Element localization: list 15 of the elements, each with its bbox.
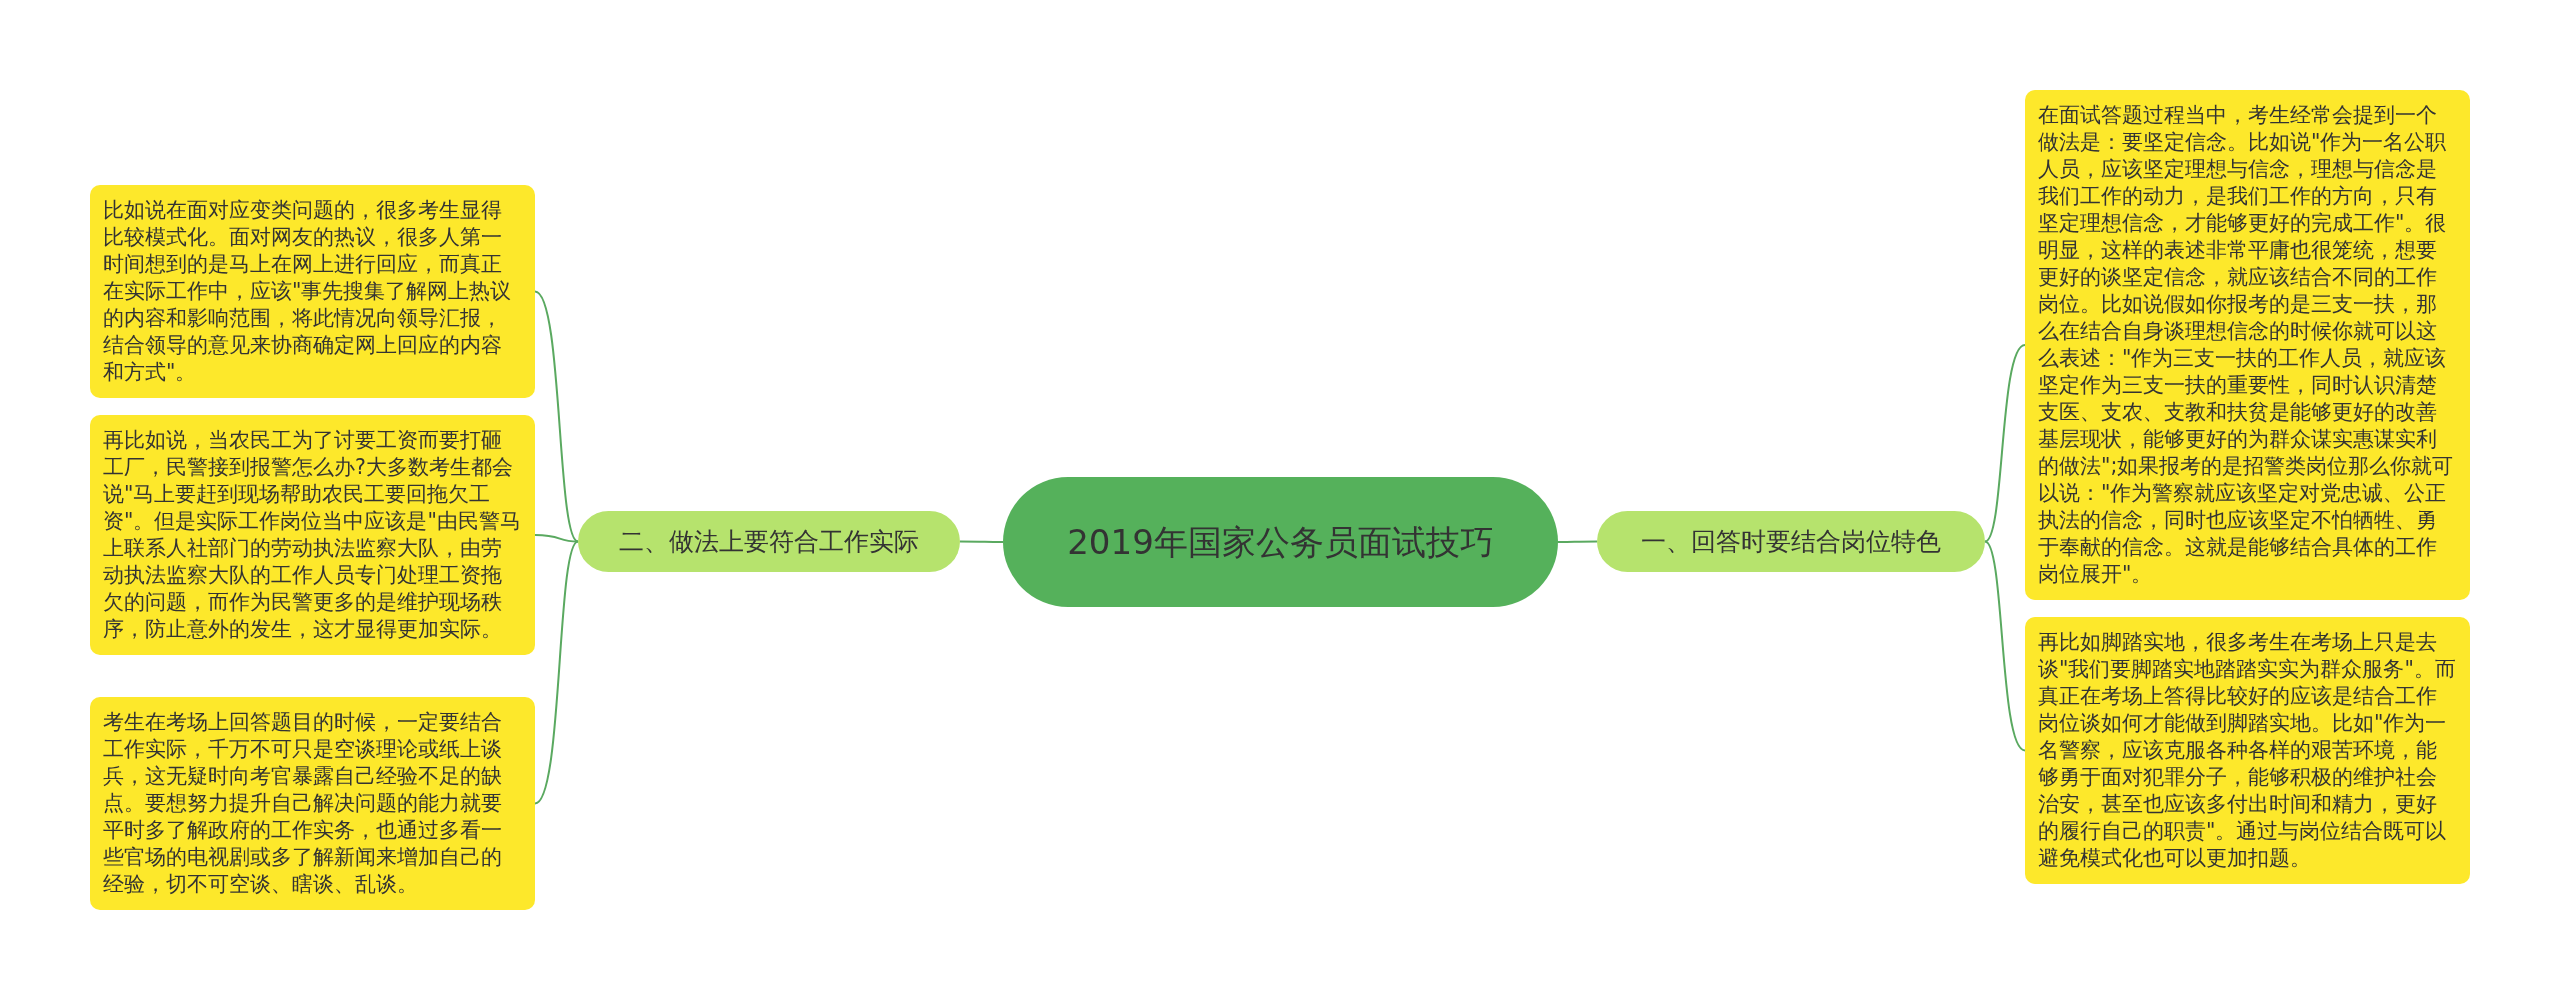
- connector-line: [534, 540, 579, 805]
- connector-line: [1984, 344, 2026, 543]
- connector-line: [1557, 540, 1598, 543]
- branch-pill: 二、做法上要符合工作实际: [578, 511, 960, 572]
- note-card: 在面试答题过程当中，考生经常会提到一个做法是：要坚定信念。比如说"作为一名公职人员，应该坚定理想与信念，理想与信念是我们工作的动力，是我们工作的方向，只有坚定理想信念，才能够更好的完成工作"。很明显，这样的表述非常平庸也很笼统，想要更好的谈坚定信念，就应该结合不同的工作岗位。比如说假如你报考的是三支一扶，那么在结合自身谈理想信念的时候你就可以这么表述："作为三支一扶的工作人员，就应该坚定作为三支一扶的重要性，同时认识清楚支医、支农、支教和扶贫是能够更好的改善基层现状，能够更好的为群众谋实惠谋实利的做法";如果报考的是招警类岗位那么你就可以说："作为警察就应该坚定对党忠诚、公正执法的信念，同时也应该坚定不怕牺牲、勇于奉献的信念。这就是能够结合具体的工作岗位展开"。: [2025, 90, 2470, 600]
- note-card: 再比如脚踏实地，很多考生在考场上只是去谈"我们要脚踏实地踏踏实实为群众服务"。而真正在考场上答得比较好的应该是结合工作岗位谈如何才能做到脚踏实地。比如"作为一名警察，应该克服各种各样的艰苦环境，能够勇于面对犯罪分子，能够积极的维护社会治安，甚至也应该多付出时间和精力，更好的履行自己的职责"。通过与岗位结合既可以避免模式化也可以更加扣题。: [2025, 617, 2470, 884]
- connector-line: [534, 290, 579, 543]
- note-card: 再比如说，当农民工为了讨要工资而要打砸工厂，民警接到报警怎么办?大多数考生都会说"马上要赶到现场帮助农民工要回拖欠工资"。但是实际工作岗位当中应该是"由民警马上联系人社部门的劳动执法监察大队，由劳动执法监察大队的工作人员专门处理工资拖欠的问题，而作为民警更多的是维护现场秩序，防止意外的发生，这才显得更加实际。: [90, 415, 535, 655]
- branch-pill: 一、回答时要结合岗位特色: [1597, 511, 1985, 572]
- connector-line: [959, 540, 1004, 543]
- topic-pill: 2019年国家公务员面试技巧: [1003, 477, 1558, 607]
- note-card: 比如说在面对应变类问题的，很多考生显得比较模式化。面对网友的热议，很多人第一时间想到的是马上在网上进行回应，而真正在实际工作中，应该"事先搜集了解网上热议的内容和影响范围，将此情况向领导汇报，结合领导的意见来协商确定网上回应的内容和方式"。: [90, 185, 535, 398]
- connector-line: [1984, 540, 2026, 752]
- connector-line: [534, 534, 579, 543]
- note-card: 考生在考场上回答题目的时候，一定要结合工作实际，千万不可只是空谈理论或纸上谈兵，这无疑时向考官暴露自己经验不足的缺点。要想努力提升自己解决问题的能力就要平时多了解政府的工作实务，也通过多看一些官场的电视剧或多了解新闻来增加自己的经验，切不可空谈、瞎谈、乱谈。: [90, 697, 535, 910]
